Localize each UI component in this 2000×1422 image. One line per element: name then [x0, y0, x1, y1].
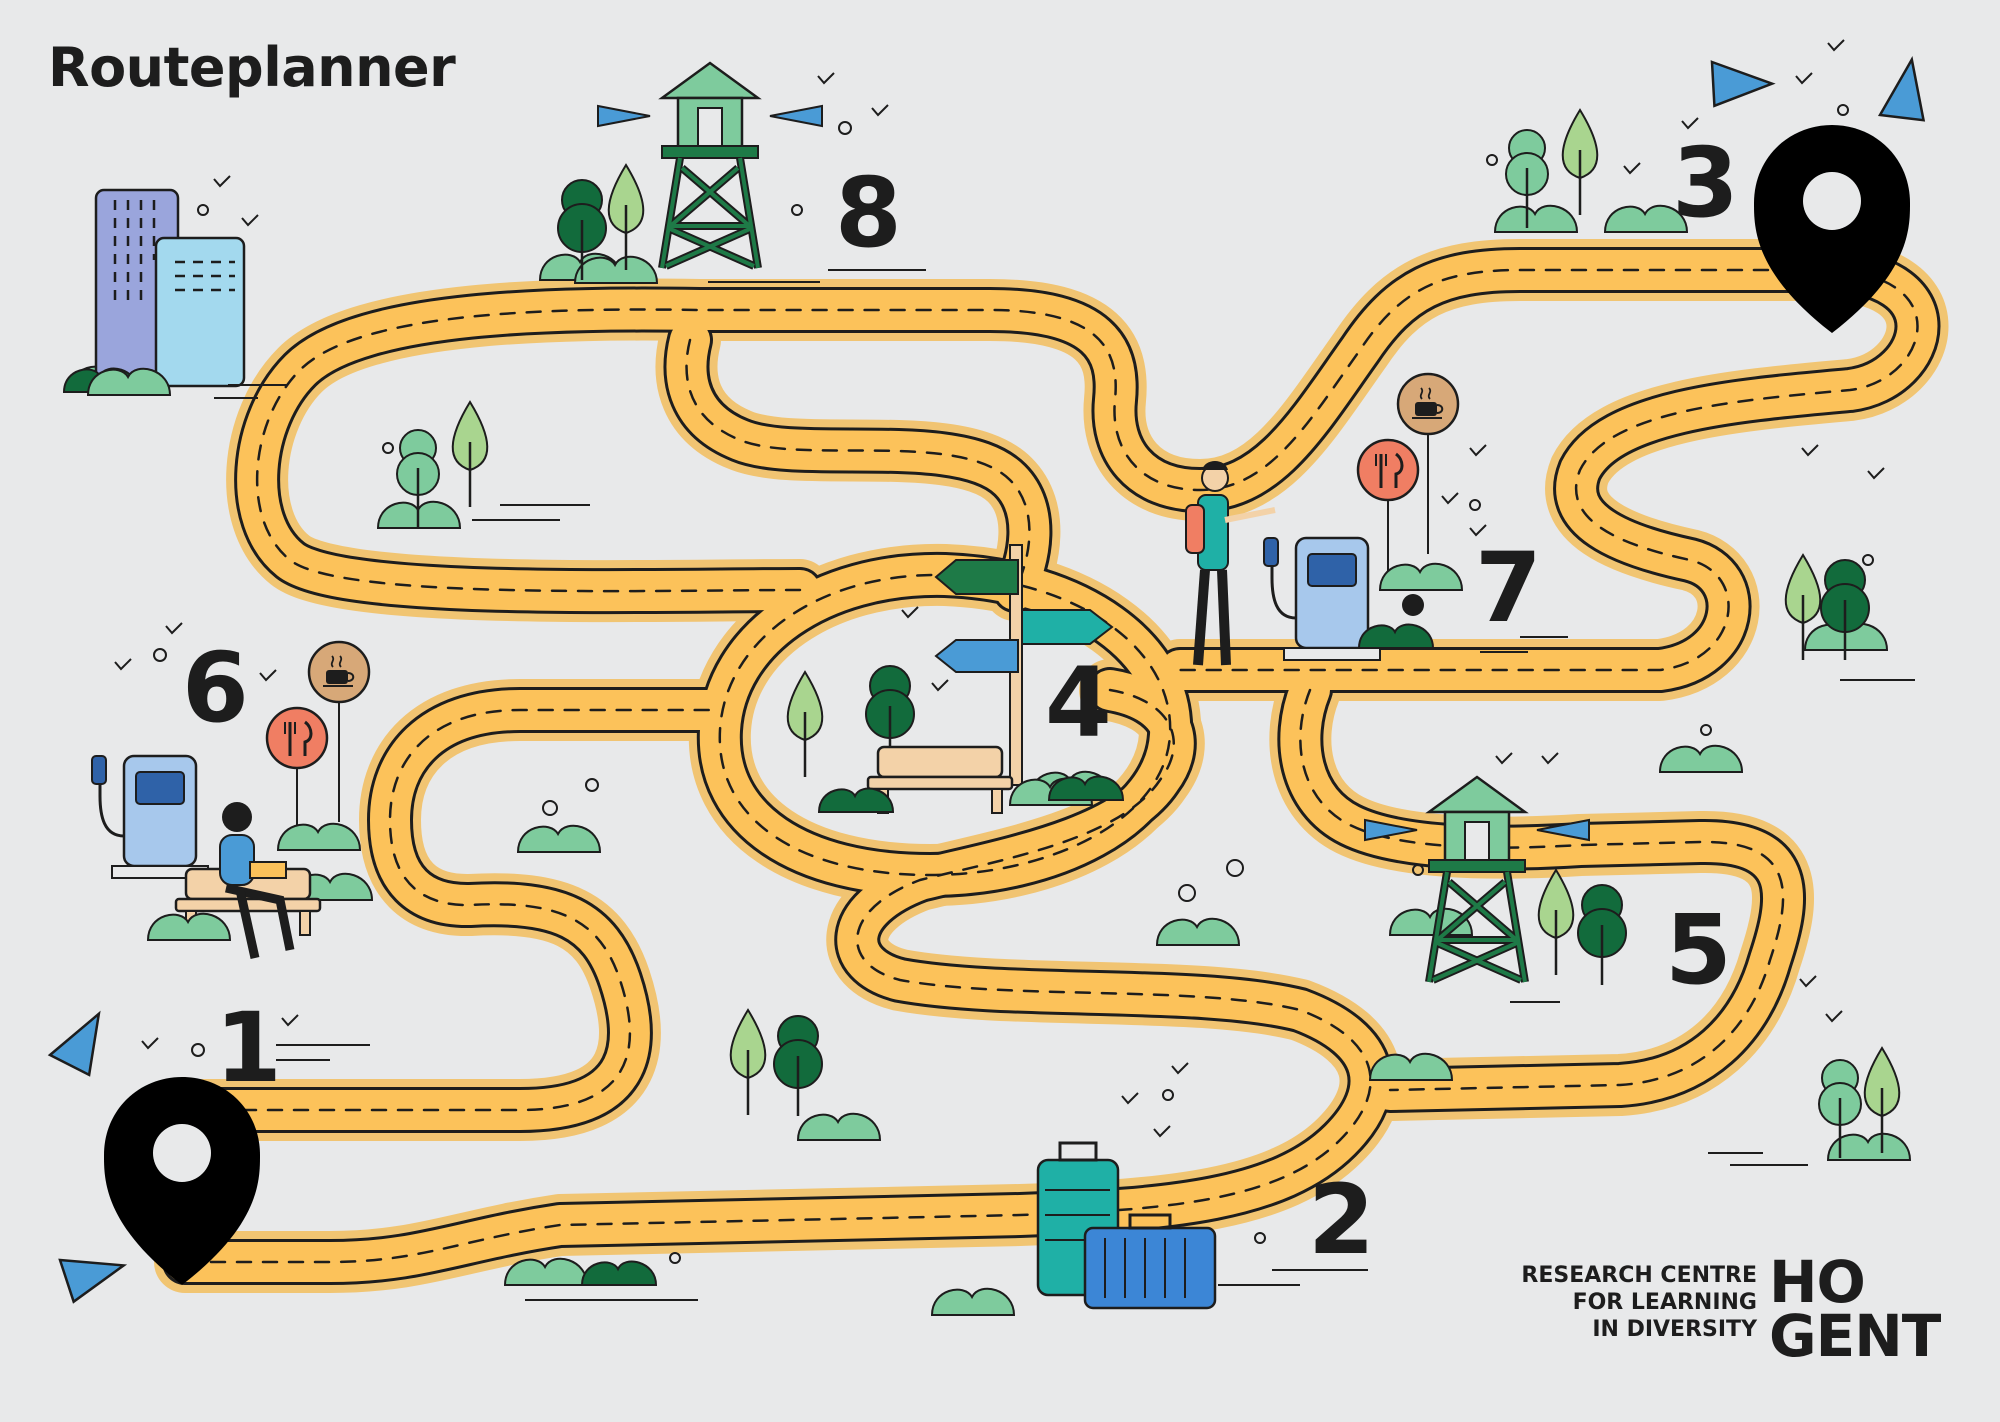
signpost [934, 544, 1124, 806]
suitcases [1036, 1141, 1217, 1310]
hiker [1185, 461, 1276, 666]
stop-number-4: 4 [1045, 647, 1112, 759]
reader [219, 802, 295, 959]
buildings [63, 188, 246, 396]
brand-line-2: GENT [1769, 1302, 1941, 1370]
credit-line-1: RESEARCH CENTRE [1521, 1263, 1757, 1288]
stop-number-6: 6 [182, 632, 249, 744]
stop-number-5: 5 [1665, 894, 1732, 1006]
credit-line-3: IN DIVERSITY [1592, 1317, 1757, 1342]
page-title: Routeplanner [48, 36, 456, 99]
hogent-logo: HO GENT [1769, 1248, 1941, 1370]
research-centre-credit: RESEARCH CENTRE FOR LEARNING IN DIVERSIT… [1521, 1262, 1757, 1343]
stop-number-1: 1 [215, 992, 282, 1104]
stop-number-8: 8 [835, 157, 902, 269]
stop-number-2: 2 [1308, 1164, 1375, 1276]
credit-line-2: FOR LEARNING [1572, 1290, 1757, 1315]
stop-number-3: 3 [1672, 127, 1739, 239]
brand-line-1: HO [1769, 1248, 1866, 1316]
stop-number-7: 7 [1475, 532, 1542, 644]
